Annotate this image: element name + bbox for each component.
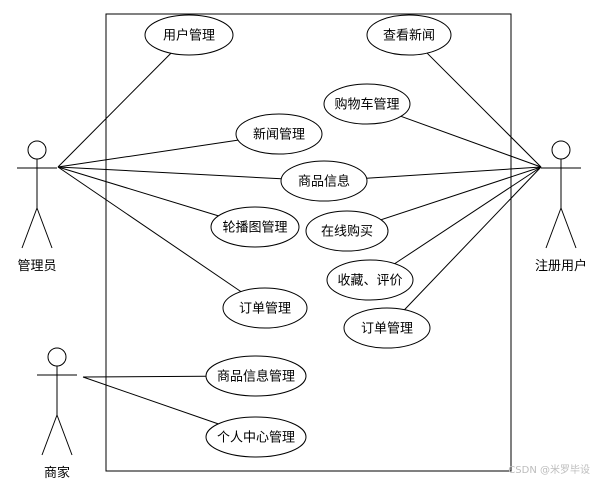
actor-label-merchant: 商家 bbox=[44, 465, 70, 481]
use-case-ellipse bbox=[305, 210, 389, 252]
association-user-view_news bbox=[426, 52, 542, 168]
association-lines bbox=[57, 52, 542, 425]
use-case-label: 收藏、评价 bbox=[337, 274, 402, 289]
use-case-personal-center-mgmt: 个人中心管理 bbox=[205, 416, 307, 458]
association-user-cart_mgmt bbox=[400, 115, 542, 168]
association-user-order_mgmt_user bbox=[404, 166, 542, 311]
association-admin-order_mgmt_admin bbox=[57, 166, 242, 293]
actor-right-leg bbox=[560, 207, 577, 249]
actor-head bbox=[27, 140, 47, 160]
use-case-label: 购物车管理 bbox=[334, 97, 399, 113]
use-case-ellipse bbox=[323, 83, 411, 125]
actor-left-leg bbox=[545, 207, 562, 249]
actor-left-leg bbox=[21, 207, 38, 249]
system-boundary bbox=[105, 13, 512, 472]
use-case-order-mgmt-admin: 订单管理 bbox=[222, 287, 308, 329]
association-admin-product_info bbox=[57, 166, 282, 180]
use-case-label: 新闻管理 bbox=[253, 127, 305, 143]
use-case-ellipse bbox=[205, 416, 307, 458]
use-case-label: 商品信息管理 bbox=[217, 369, 295, 385]
actor-merchant: 商家 bbox=[37, 347, 77, 481]
use-case-label: 个人中心管理 bbox=[217, 431, 295, 446]
use-case-online-purchase: 在线购买 bbox=[305, 210, 389, 252]
actor-head bbox=[47, 347, 67, 367]
use-case-label: 用户管理 bbox=[163, 28, 215, 44]
actor-user: 注册用户 bbox=[535, 140, 587, 274]
association-admin-carousel_mgmt bbox=[57, 166, 219, 217]
use-case-label: 查看新闻 bbox=[383, 28, 435, 44]
actor-admin: 管理员 bbox=[17, 140, 57, 274]
use-case-ellipse bbox=[144, 14, 234, 56]
actor-right-leg bbox=[36, 207, 53, 249]
use-case-product-info: 商品信息 bbox=[280, 160, 368, 202]
use-case-favorite-review: 收藏、评价 bbox=[326, 259, 414, 301]
association-merchant-personal_center_mgmt bbox=[82, 376, 219, 425]
use-case-order-mgmt-user: 订单管理 bbox=[343, 307, 431, 349]
use-case-ellipse bbox=[210, 206, 300, 248]
use-case-ellipse bbox=[366, 14, 452, 56]
use-case-label: 订单管理 bbox=[239, 302, 291, 317]
association-user-online_purchase bbox=[380, 166, 542, 221]
association-admin-news_mgmt bbox=[57, 139, 239, 168]
use-case-label: 订单管理 bbox=[361, 322, 413, 337]
use-case-carousel-mgmt: 轮播图管理 bbox=[210, 206, 300, 248]
use-case-user-mgmt: 用户管理 bbox=[144, 14, 234, 56]
use-case-ellipse bbox=[205, 355, 307, 397]
use-case-label: 商品信息 bbox=[298, 174, 350, 190]
use-case-label: 轮播图管理 bbox=[222, 221, 287, 236]
use-case-ellipse bbox=[235, 113, 323, 155]
use-case-ellipse bbox=[280, 160, 368, 202]
use-case-ellipse bbox=[343, 307, 431, 349]
association-user-product_info bbox=[366, 166, 542, 179]
actor-label-user: 注册用户 bbox=[535, 258, 587, 274]
watermark: CSDN @米罗毕设 bbox=[508, 465, 590, 476]
actor-left-leg bbox=[41, 414, 58, 456]
use-case-view-news: 查看新闻 bbox=[366, 14, 452, 56]
use-case-label: 在线购买 bbox=[321, 224, 373, 240]
use-case-news-mgmt: 新闻管理 bbox=[235, 113, 323, 155]
association-user-favorite_review bbox=[394, 166, 542, 265]
actor-right-leg bbox=[56, 414, 73, 456]
actor-label-admin: 管理员 bbox=[17, 259, 56, 274]
use-case-product-info-mgmt: 商品信息管理 bbox=[205, 355, 307, 397]
use-case-cart-mgmt: 购物车管理 bbox=[323, 83, 411, 125]
actor-head bbox=[551, 140, 571, 160]
use-case-ellipse bbox=[222, 287, 308, 329]
use-case-ellipse bbox=[326, 259, 414, 301]
association-admin-user_mgmt bbox=[57, 52, 172, 168]
association-merchant-product_info_mgmt bbox=[82, 375, 207, 378]
